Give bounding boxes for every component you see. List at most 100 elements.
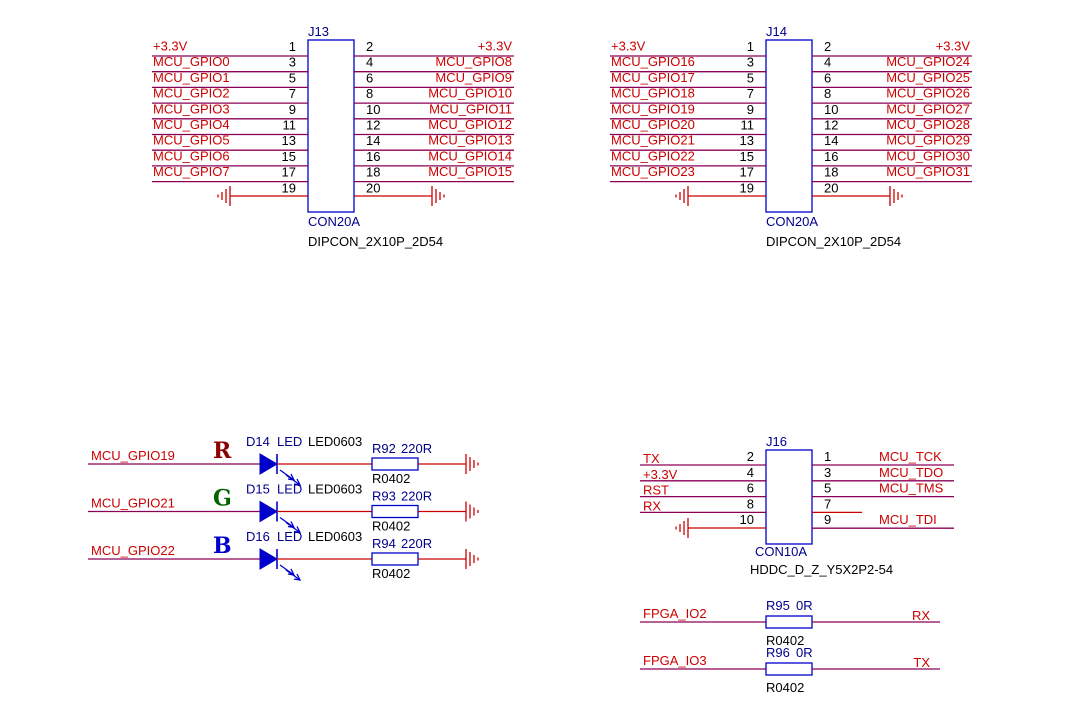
- j14-pin-number: 20: [824, 180, 838, 195]
- resistor-icon[interactable]: [371, 457, 419, 471]
- j13-pin-number: 11: [283, 118, 297, 133]
- j14-pin-number: 13: [740, 133, 754, 148]
- j13-pin-number: 17: [282, 165, 296, 180]
- j13-pin-number: 4: [366, 55, 373, 70]
- j14-footprint: DIPCON_2X10P_2D54: [766, 234, 901, 249]
- resistor-refdes: R93: [372, 489, 396, 504]
- net-label: MCU_GPIO4: [153, 117, 230, 132]
- resistor-footprint: R0402: [766, 633, 804, 648]
- color-letter: R: [213, 438, 232, 464]
- net-label: MCU_GPIO11: [429, 101, 512, 116]
- j14-value: CON20A: [766, 214, 818, 229]
- color-letter: B: [213, 533, 232, 559]
- j16-pin-number: 1: [824, 449, 831, 464]
- led-diode-icon[interactable]: [259, 500, 302, 534]
- resistor-value: 0R: [796, 645, 813, 660]
- j13-pin-number: 16: [366, 149, 380, 164]
- resistor-value: 220R: [401, 489, 432, 504]
- j14-body: [765, 39, 813, 213]
- net-label: MCU_GPIO15: [428, 164, 512, 179]
- resistor-icon[interactable]: [765, 615, 813, 629]
- j13-value: CON20A: [308, 214, 360, 229]
- net-label: MCU_GPIO30: [886, 148, 970, 163]
- j14-pin-number: 1: [747, 39, 754, 54]
- net-label: MCU_GPIO14: [428, 148, 512, 163]
- net-label: MCU_GPIO19: [91, 448, 175, 463]
- ground-symbol: [465, 454, 479, 474]
- net-label: MCU_GPIO27: [886, 101, 970, 116]
- resistor-refdes: R92: [372, 441, 396, 456]
- j14-pin-number: 5: [747, 70, 754, 85]
- resistor-footprint: R0402: [372, 471, 410, 486]
- net-label: MCU_GPIO29: [886, 133, 970, 148]
- j16-pin-number: 4: [747, 465, 754, 480]
- net-label: FPGA_IO2: [643, 606, 707, 621]
- j16-footprint: HDDC_D_Z_Y5X2P2-54: [750, 562, 893, 577]
- net-label: MCU_GPIO1: [153, 70, 230, 85]
- ground-symbol: [675, 186, 766, 206]
- net-label: TX: [643, 451, 660, 466]
- net-label: MCU_GPIO20: [611, 117, 695, 132]
- net-label: RX: [643, 498, 661, 513]
- resistor-footprint: R0402: [372, 519, 410, 534]
- ground-symbol: [354, 186, 445, 206]
- resistor-value: 220R: [401, 536, 432, 551]
- resistor-icon[interactable]: [371, 552, 419, 566]
- led-diode-icon[interactable]: [259, 548, 302, 581]
- j13-pin-number: 6: [366, 70, 373, 85]
- net-label: RX: [912, 608, 930, 623]
- net-label: MCU_GPIO23: [611, 164, 695, 179]
- net-label: MCU_GPIO6: [153, 148, 230, 163]
- j14-pin-number: 17: [740, 165, 754, 180]
- resistor-icon[interactable]: [371, 504, 419, 519]
- diode-refdes: D16: [246, 529, 270, 544]
- net-label: MCU_GPIO3: [153, 101, 230, 116]
- ground-symbol: [217, 186, 308, 206]
- resistor-icon[interactable]: [765, 662, 813, 676]
- j16-pin-number: 10: [740, 512, 754, 527]
- j14-pin-number: 6: [824, 70, 831, 85]
- diode-package: LED0603: [308, 482, 362, 497]
- net-label: MCU_GPIO17: [611, 70, 695, 85]
- net-label: MCU_GPIO24: [886, 54, 970, 69]
- j13-pin-number: 13: [282, 133, 296, 148]
- j13-pin-number: 5: [289, 70, 296, 85]
- j13-body: [307, 39, 355, 213]
- net-label: +3.3V: [153, 39, 188, 54]
- j14-pin-number: 3: [747, 55, 754, 70]
- net-label: MCU_TDO: [879, 465, 943, 480]
- j13-pin-number: 12: [366, 118, 380, 133]
- j13-pin-number: 7: [289, 86, 296, 101]
- diode-type: LED: [277, 482, 302, 497]
- net-label: MCU_GPIO9: [435, 70, 512, 85]
- j14-pin-number: 12: [824, 118, 838, 133]
- diode-type: LED: [277, 529, 302, 544]
- j14-refdes: J14: [766, 24, 787, 39]
- j13-pin-number: 9: [289, 102, 296, 117]
- j13-pin-number: 1: [289, 39, 296, 54]
- j16-pin-number: 3: [824, 465, 831, 480]
- net-label: FPGA_IO3: [643, 653, 707, 668]
- led-diode-icon[interactable]: [259, 453, 302, 486]
- net-label: MCU_GPIO21: [91, 496, 175, 511]
- net-label: MCU_GPIO19: [611, 101, 695, 116]
- j14-pin-number: 10: [824, 102, 838, 117]
- ground-symbol: [465, 501, 479, 522]
- diode-package: LED0603: [308, 434, 362, 449]
- j14-pin-number: 16: [824, 149, 838, 164]
- net-label: MCU_GPIO21: [611, 133, 695, 148]
- net-label: +3.3V: [478, 39, 513, 54]
- diode-refdes: D14: [246, 434, 270, 449]
- j16-value: CON10A: [755, 544, 807, 559]
- net-label: MCU_TMS: [879, 481, 944, 496]
- j13-pin-number: 15: [282, 149, 296, 164]
- net-label: TX: [913, 655, 930, 670]
